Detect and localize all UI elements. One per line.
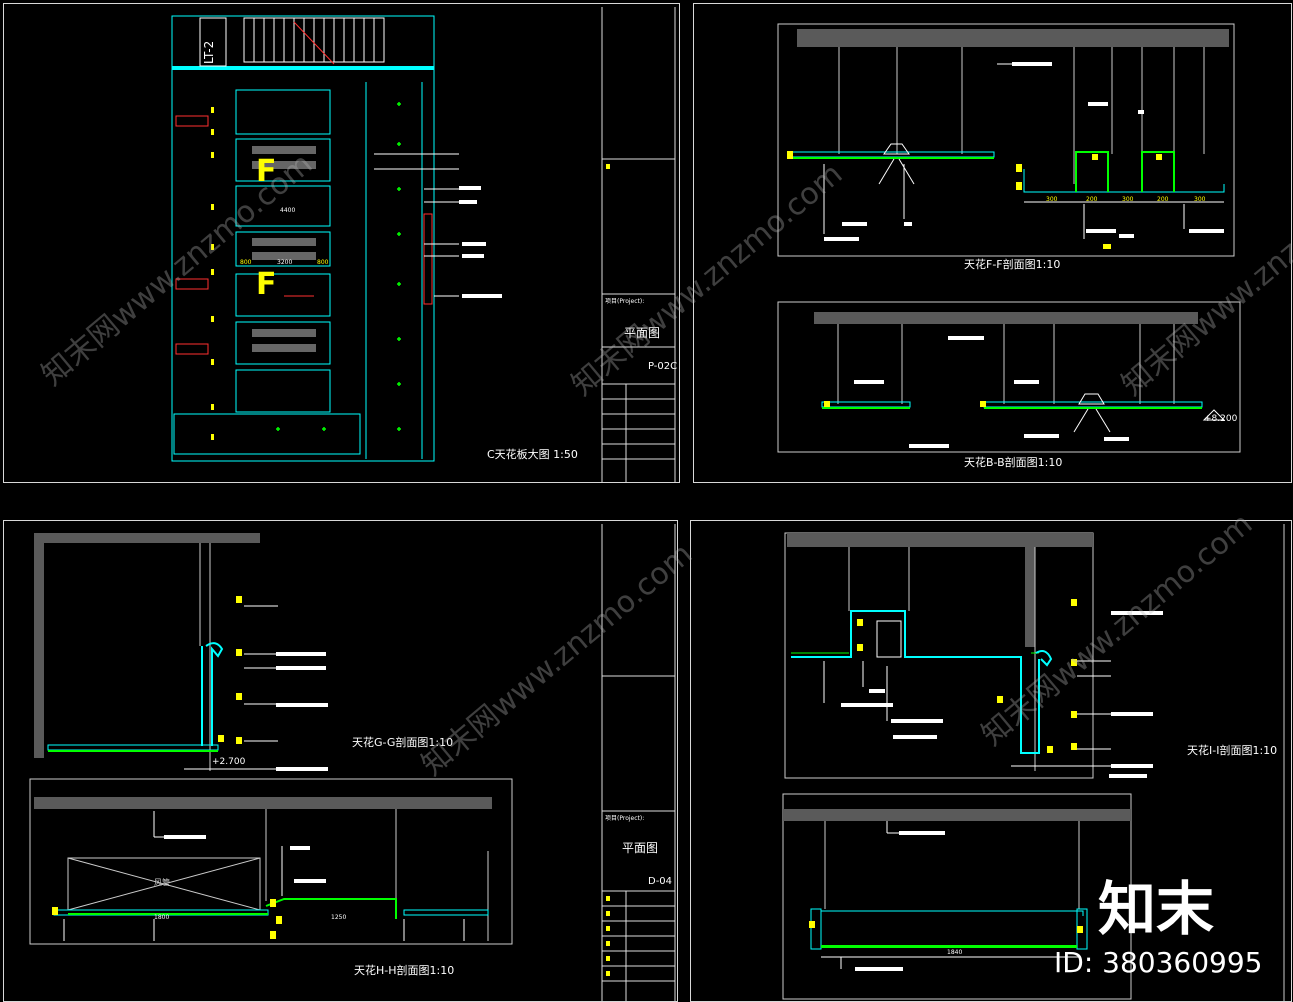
brand-logo: 知末: [1098, 875, 1215, 943]
dimension-label: 300: [1046, 196, 1058, 203]
titleblock-sheet-name: 平面图: [624, 326, 661, 340]
drawing-title: 天花B-B剖面图1:10: [964, 456, 1063, 469]
dimension-label: 1250: [331, 914, 347, 921]
dimension-label: 300: [1194, 196, 1206, 203]
titleblock-project: 项目(Project):: [605, 298, 645, 305]
level-label: +8.200: [1204, 414, 1238, 424]
drawing-sheet-2: 300 200 300 200 300 +8.200 天花F-F剖面图1:10 …: [693, 3, 1292, 483]
ceiling-section-gg-hh: [29, 524, 676, 1001]
big-letter-f-bottom: F: [256, 267, 277, 302]
dimension-label: 1840: [947, 949, 963, 956]
dimension-label: 200: [1086, 196, 1098, 203]
ceiling-plan-drawing: [171, 7, 676, 482]
grid-label: LT-2: [202, 40, 216, 64]
image-id: ID: 380360995: [1054, 946, 1263, 979]
duct-box-label: 风管: [154, 878, 170, 887]
drawing-sheet-1: LT-2 F F 4400 800 3200 800 C天花板大图 1:50 项…: [3, 3, 680, 483]
drawing-sheet-4: 1840 天花I-I剖面图1:10: [690, 520, 1292, 1002]
drawing-title: 天花H-H剖面图1:10: [354, 964, 455, 977]
dimension-label: 1800: [154, 914, 170, 921]
dimension-label: 4400: [280, 207, 296, 214]
ceiling-section-ii: [782, 524, 1285, 1001]
dimension-label: 300: [1122, 196, 1134, 203]
level-label: +2.700: [212, 757, 246, 767]
drawing-title: 天花I-I剖面图1:10: [1187, 744, 1278, 757]
drawing-title: C天花板大图 1:50: [487, 448, 578, 461]
drawing-title: 天花G-G剖面图1:10: [352, 736, 454, 749]
drawing-title: 天花F-F剖面图1:10: [964, 258, 1061, 271]
dimension-label: 200: [1157, 196, 1169, 203]
titleblock-drawing-no: P-02C: [648, 361, 678, 372]
dimension-label: 800: [317, 259, 329, 266]
titleblock-drawing-no: D-04: [648, 876, 673, 887]
ceiling-section-ff-bb: [777, 23, 1241, 453]
titleblock-project: 项目(Project):: [605, 815, 645, 822]
big-letter-f-top: F: [256, 154, 277, 189]
dimension-label: 800: [240, 259, 252, 266]
titleblock-sheet-name: 平面图: [622, 841, 659, 855]
dimension-label: 3200: [277, 259, 293, 266]
drawing-sheet-3: +2.700 风管 1800 1250 天花G-G剖面图1:10 天花H-H剖面…: [3, 520, 678, 1002]
